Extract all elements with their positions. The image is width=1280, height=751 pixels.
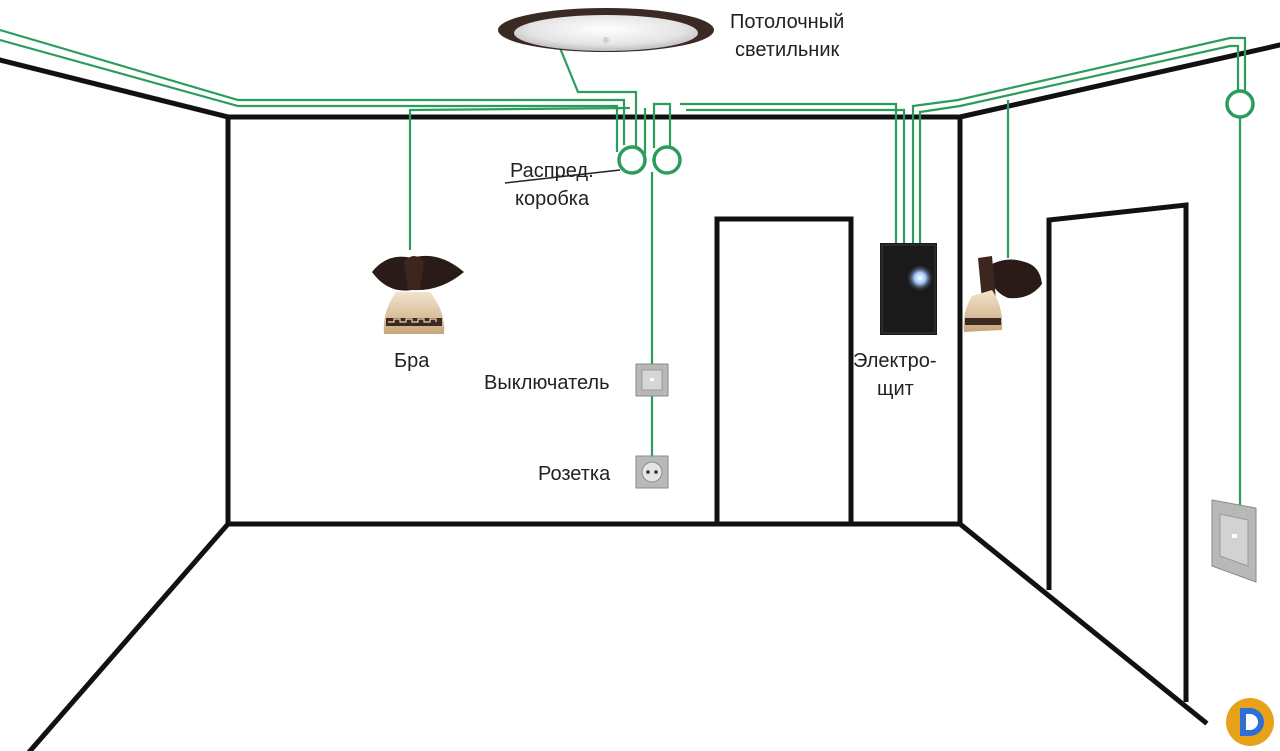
socket-icon	[635, 455, 669, 489]
right-floor-edge	[956, 520, 1209, 726]
junction-box-2	[652, 145, 682, 175]
electrical-panel-icon	[880, 243, 937, 335]
junction-box-icon	[617, 89, 1255, 175]
panel-label-line2: щит	[877, 378, 914, 400]
switch-icon	[635, 363, 669, 397]
logo-icon	[1226, 698, 1274, 746]
switch-label: Выключатель	[484, 372, 610, 394]
junction-box-3	[1225, 89, 1255, 119]
sconce-icon	[963, 256, 1042, 332]
junction-box-label-line2: коробка	[515, 188, 590, 210]
junction-box-label-line1: Распред.	[510, 160, 594, 182]
room-outline	[0, 42, 1280, 751]
sconce-icon	[372, 255, 464, 334]
wiring	[0, 28, 1247, 505]
left-ceiling-edge	[0, 57, 232, 121]
sconce-label: Бра	[394, 350, 430, 372]
side-door	[1046, 202, 1189, 702]
socket-label: Розетка	[538, 463, 611, 485]
back-door	[714, 216, 854, 524]
panel-label-line1: Электро-	[853, 350, 937, 372]
left-floor-edge	[26, 520, 232, 751]
switch-icon	[1211, 499, 1257, 583]
junction-box-1	[617, 145, 647, 175]
right-ceiling-edge	[957, 42, 1280, 120]
ceiling-light-icon	[498, 8, 714, 52]
ceiling-light-label-line1: Потолочный	[730, 11, 845, 33]
junction-box-pointer	[504, 169, 621, 184]
ceiling-light-label-line2: светильник	[735, 39, 840, 61]
